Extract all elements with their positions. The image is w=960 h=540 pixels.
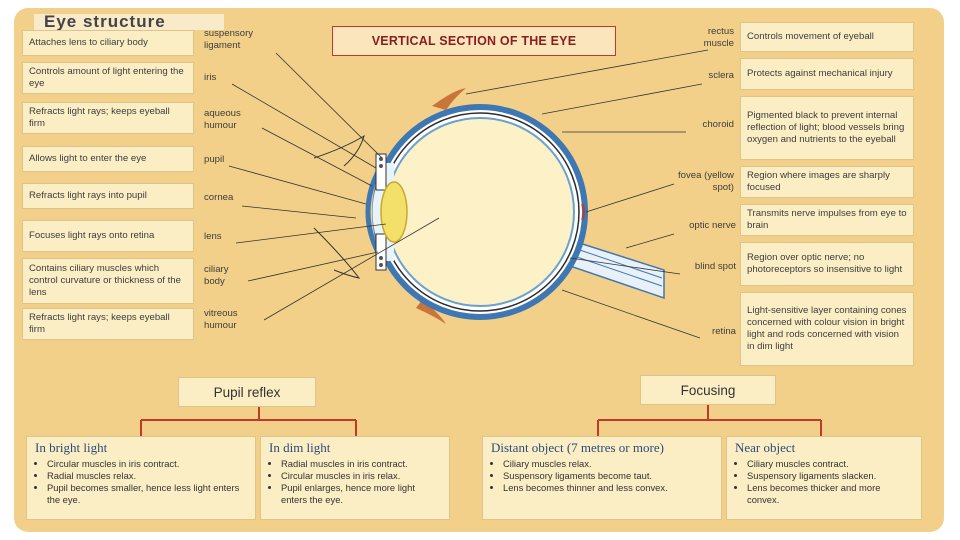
vitreous-humour-region	[385, 117, 575, 307]
heading-highlight	[34, 14, 224, 30]
label-pupil: pupil	[204, 154, 225, 165]
eye-diagram	[140, 49, 822, 436]
card-distant-object: Distant object (7 metres or more) Ciliar…	[482, 436, 722, 520]
function-box-pupil: Allows light to enter the eye	[22, 146, 194, 172]
list-item: Pupil enlarges, hence more light enters …	[281, 482, 441, 506]
list-item: Pupil becomes smaller, hence less light …	[47, 482, 247, 506]
card-heading: In dim light	[269, 440, 331, 455]
list-item: Circular muscles in iris relax.	[281, 470, 441, 482]
list-item: Suspensory ligaments slacken.	[747, 470, 913, 482]
list-item: Ciliary muscles relax.	[503, 458, 713, 470]
pupil-reflex-connector	[140, 406, 357, 436]
list-item: Ciliary muscles contract.	[747, 458, 913, 470]
function-box-iris: Controls amount of light entering the ey…	[22, 62, 194, 94]
label-vitreous-humour: vitreous humour	[204, 308, 238, 331]
label-choroid: choroid	[702, 119, 734, 130]
function-box-optic-nerve: Transmits nerve impulses from eye to bra…	[740, 204, 914, 236]
function-box-retina: Light-sensitive layer containing cones c…	[740, 292, 914, 366]
card-list: Circular muscles in iris contract. Radia…	[35, 458, 247, 506]
eyelid-line-bottom	[313, 227, 361, 279]
function-box-cornea: Refracts light rays into pupil	[22, 183, 194, 209]
card-heading: Distant object (7 metres or more)	[491, 440, 664, 455]
card-list: Ciliary muscles contract. Suspensory lig…	[735, 458, 913, 506]
card-dim-light: In dim light Radial muscles in iris cont…	[260, 436, 450, 520]
function-box-vitreous-humour: Refracts light rays; keeps eyeball firm	[22, 308, 194, 340]
label-fovea: fovea (yellow spot)	[678, 170, 734, 193]
ciliary-dot-1	[379, 157, 383, 161]
left-leader-lines	[228, 52, 440, 321]
function-box-blind-spot: Region over optic nerve; no photorecepto…	[740, 242, 914, 286]
label-ciliary-body: ciliary body	[204, 264, 229, 287]
label-suspensory-ligament: suspensory ligament	[204, 28, 254, 51]
function-box-aqueous-humour: Refracts light rays; keeps eyeball firm	[22, 102, 194, 134]
ciliary-dot-4	[379, 263, 383, 267]
list-item: Lens becomes thicker and more convex.	[747, 482, 913, 506]
optic-nerve-line-1	[573, 247, 663, 279]
list-item: Radial muscles relax.	[47, 470, 247, 482]
label-rectus-muscle: rectus muscle	[703, 26, 734, 49]
card-list: Radial muscles in iris contract. Circula…	[269, 458, 441, 506]
label-lens: lens	[204, 231, 222, 242]
card-list: Ciliary muscles relax. Suspensory ligame…	[491, 458, 713, 494]
page-heading: Eye structure	[44, 12, 166, 31]
upper-lid-fold	[432, 88, 466, 110]
diagram-title: VERTICAL SECTION OF THE EYE	[332, 26, 616, 56]
ciliary-dot-3	[379, 256, 383, 260]
label-iris: iris	[204, 72, 217, 83]
function-box-choroid: Pigmented black to prevent internal refl…	[740, 96, 914, 160]
ciliary-dot-2	[379, 164, 383, 168]
card-near-object: Near object Ciliary muscles contract. Su…	[726, 436, 922, 520]
optic-nerve-shape	[569, 238, 665, 300]
function-box-ciliary-body: Contains ciliary muscles which control c…	[22, 258, 194, 304]
list-item: Radial muscles in iris contract.	[281, 458, 441, 470]
label-cornea: cornea	[204, 192, 234, 203]
fovea-mark	[581, 203, 585, 221]
pupil-reflex-title: Pupil reflex	[178, 377, 316, 407]
right-leader-lines	[465, 49, 709, 339]
label-retina: retina	[712, 326, 736, 337]
eyelid-line-top	[313, 134, 365, 167]
lens-shape	[380, 181, 408, 243]
function-box-fovea: Region where images are sharply focused	[740, 166, 914, 198]
iris-upper	[375, 153, 387, 191]
card-bright-light: In bright light Circular muscles in iris…	[26, 436, 256, 520]
label-sclera: sclera	[708, 70, 734, 81]
function-box-rectus-muscle: Controls movement of eyeball	[740, 22, 914, 52]
label-blind-spot: blind spot	[694, 261, 736, 272]
function-box-sclera: Protects against mechanical injury	[740, 58, 914, 90]
list-item: Circular muscles in iris contract.	[47, 458, 247, 470]
function-box-lens: Focuses light rays onto retina	[22, 220, 194, 252]
lower-lid-fold	[416, 300, 446, 324]
function-box-suspensory-ligament: Attaches lens to ciliary body	[22, 30, 194, 56]
label-aqueous-humour: aqueous humour	[204, 108, 241, 131]
card-heading: In bright light	[35, 440, 108, 455]
poster-background: Eye structure VERTICAL SECTION OF THE EY…	[14, 8, 944, 532]
focusing-connector	[597, 403, 822, 436]
card-heading: Near object	[735, 440, 796, 455]
list-item: Suspensory ligaments become taut.	[503, 470, 713, 482]
label-optic-nerve: optic nerve	[689, 220, 736, 231]
list-item: Lens becomes thinner and less convex.	[503, 482, 713, 494]
focusing-title: Focusing	[640, 375, 776, 405]
